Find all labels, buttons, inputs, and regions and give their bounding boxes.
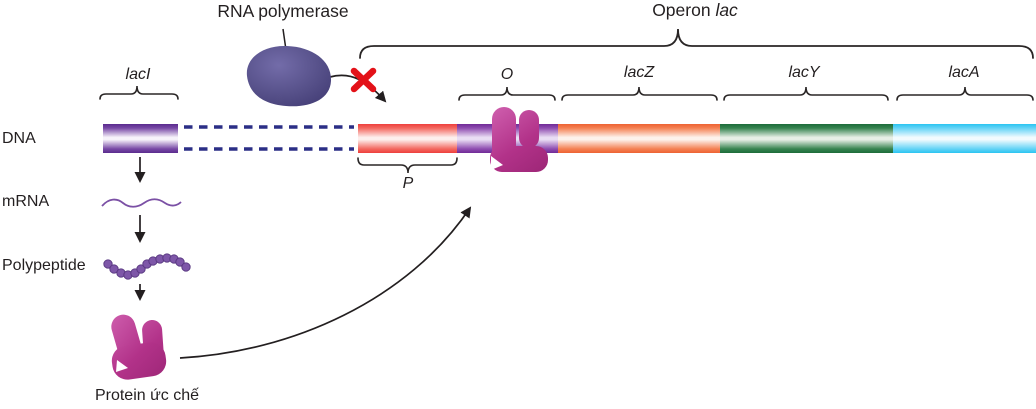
brace-lacy xyxy=(723,86,889,101)
repressor-protein-bound xyxy=(490,107,548,172)
repressor-protein-label: Protein ức chế xyxy=(94,387,200,404)
arrow-repressor-to-operator xyxy=(179,206,472,359)
dna-gap-dashed-lines xyxy=(184,125,354,151)
dna-segment-promoter xyxy=(358,124,457,153)
lacz-gene-label: lacZ xyxy=(623,64,655,81)
operon-title-prefix: Operon xyxy=(652,0,711,20)
brace-operon xyxy=(359,28,1034,59)
brace-lacz xyxy=(561,86,718,101)
dna-segment-laci xyxy=(103,124,178,153)
brace-laci xyxy=(99,85,179,100)
polypeptide-chain xyxy=(103,253,191,280)
operon-lac-title: Operon lac xyxy=(652,0,738,20)
polypeptide-row-label: Polypeptide xyxy=(2,257,86,274)
repressor-protein-free xyxy=(111,314,167,380)
dna-segment-laca xyxy=(893,124,1036,153)
brace-promoter xyxy=(357,157,458,174)
dna-row-label: DNA xyxy=(2,130,36,147)
rna-polymerase-shape xyxy=(246,45,332,107)
dna-segment-lacy xyxy=(720,124,893,153)
repressor-notch xyxy=(116,360,128,372)
repressor-notch xyxy=(491,156,503,170)
operon-title-gene: lac xyxy=(715,0,738,20)
dna-segment-lacz xyxy=(558,124,720,153)
mrna-strand xyxy=(101,198,182,208)
promoter-label: P xyxy=(402,175,414,192)
operator-label: O xyxy=(500,66,514,83)
laca-gene-label: lacA xyxy=(948,64,980,81)
brace-operator xyxy=(458,86,556,101)
brace-laca xyxy=(896,86,1034,101)
mrna-row-label: mRNA xyxy=(2,193,50,210)
blocked-x-icon xyxy=(350,67,377,93)
rna-polymerase-label: RNA polymerase xyxy=(217,1,349,21)
lacy-gene-label: lacY xyxy=(788,64,820,81)
laci-gene-label: lacI xyxy=(125,66,151,83)
